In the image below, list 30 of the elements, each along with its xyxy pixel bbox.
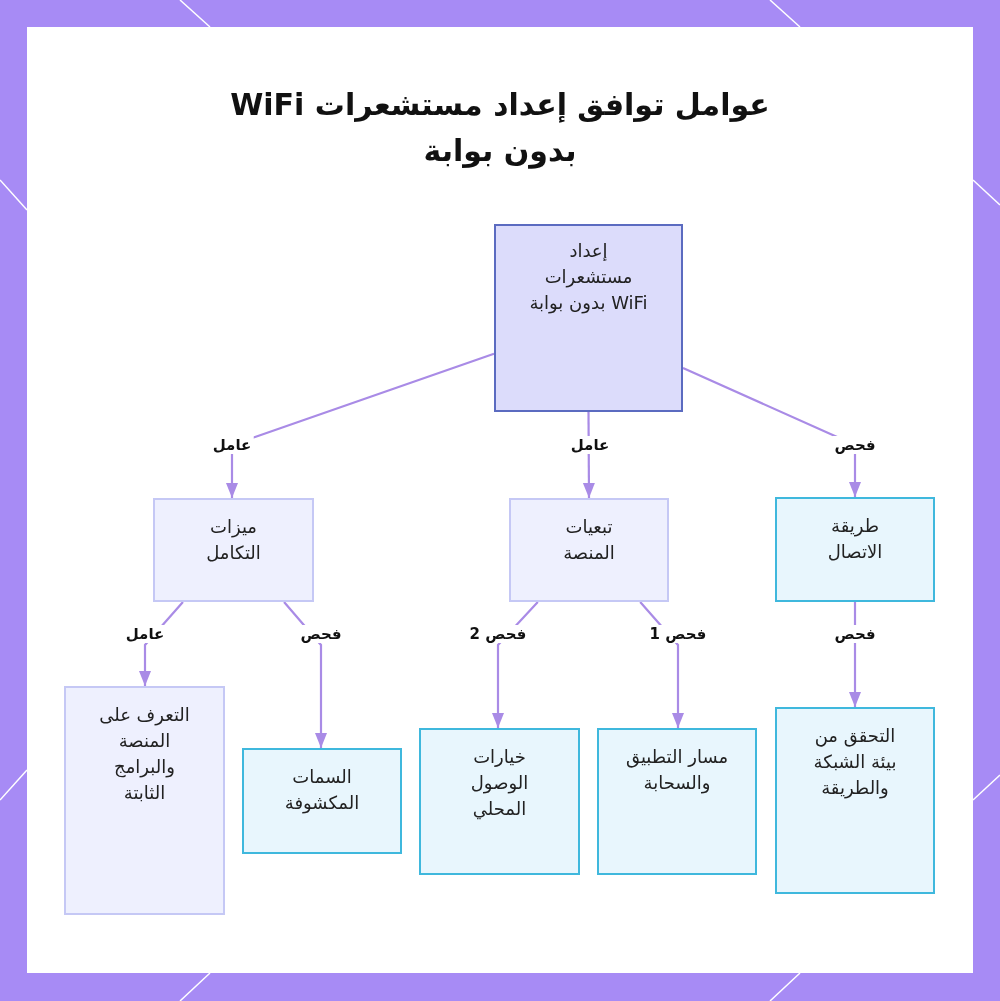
connector-arrow	[639, 601, 685, 728]
node-text: خيارات الوصول المحلي	[469, 745, 530, 822]
edge-label: فحص 2	[467, 625, 529, 643]
edge-label: عامل	[210, 436, 254, 454]
node-text: التعرف على المنصة والبرامج الثابتة	[98, 703, 191, 805]
connector-arrow	[225, 352, 495, 498]
check-box	[775, 707, 935, 894]
edge-label: فحص	[832, 436, 878, 454]
node-text: السمات المكشوفة	[283, 765, 361, 816]
node-text: تبعيات المنصة	[562, 515, 616, 565]
node-text: التحقق من بيئة الشبكة والطريقة	[812, 724, 898, 801]
diagram-title: عوامل توافق إعداد مستشعرات WiFi بدون بوابة	[230, 86, 770, 171]
edge-label: عامل	[123, 625, 167, 643]
factor-box	[64, 686, 225, 915]
check-box	[775, 497, 935, 602]
check-box	[597, 728, 757, 875]
edge-label: فحص	[298, 625, 344, 643]
check-box	[419, 728, 580, 875]
edge-label: فحص	[832, 625, 878, 643]
node-text: ميزات التكامل	[205, 515, 262, 565]
connector-arrow	[682, 367, 862, 497]
check-box	[242, 748, 402, 854]
node-text: مسار التطبيق والسحابة	[625, 745, 729, 796]
node-text: طريقة الاتصال	[826, 514, 884, 564]
connector-arrow	[283, 601, 328, 748]
node-text: إعداد مستشعرات WiFi بدون بوابة	[528, 239, 649, 316]
connector-arrow	[491, 601, 539, 728]
factor-box	[509, 498, 669, 602]
root-box	[494, 224, 683, 412]
factor-box	[153, 498, 314, 602]
